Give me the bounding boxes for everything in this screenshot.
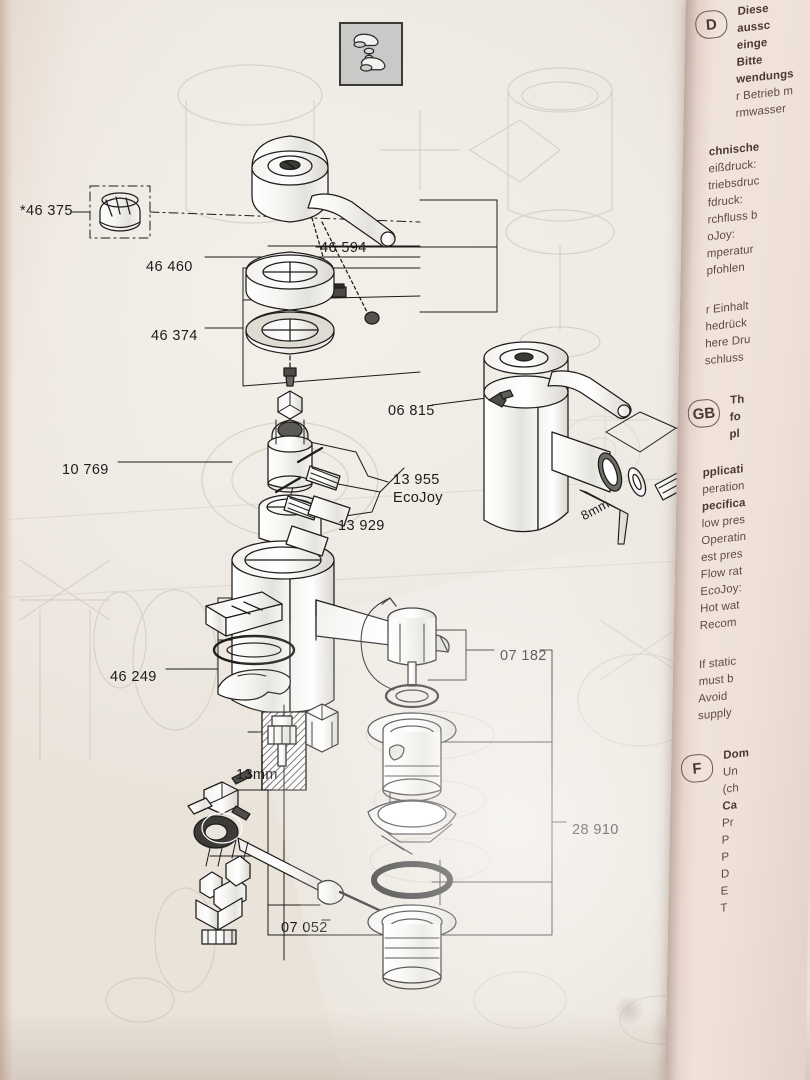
instruction-line: rmwasser [735, 102, 787, 121]
instruction-line: pecifica [702, 496, 746, 514]
instruction-line: Bitte [736, 54, 763, 70]
language-badge-f: F [679, 753, 715, 784]
instruction-line: E [720, 884, 729, 898]
instruction-line: Recom [699, 616, 737, 633]
instruction-line: pl [729, 427, 740, 441]
instruction-line: aussc [737, 19, 771, 36]
part-label-p46374: 46 374 [151, 328, 198, 344]
instruction-line: fdruck: [707, 193, 743, 210]
instruction-line: Ca [722, 799, 738, 813]
instruction-line: If static [699, 655, 737, 672]
instruction-line: peration [702, 480, 745, 497]
part-label-p07182: 07 182 [500, 648, 547, 664]
instruction-line: triebsdruc [708, 175, 760, 193]
instruction-line: oJoy: [707, 228, 736, 244]
part-label-p13929l: 13 929 [338, 518, 385, 534]
instruction-line: P [721, 851, 730, 864]
instruction-line: Dom [723, 747, 750, 762]
instruction-line: Operatin [701, 530, 747, 548]
instruction-line: Avoid [698, 690, 728, 706]
instruction-line: low pres [701, 513, 746, 531]
instruction-line: must b [698, 672, 734, 689]
instruction-line: schluss [704, 351, 744, 368]
part-label-p13955: 13 955 [393, 472, 440, 488]
instruction-line: r Einhalt [705, 299, 749, 317]
instruction-line: Diese [737, 2, 769, 19]
part-label-pecojoy: EcoJoy [393, 490, 443, 506]
part-label-p46460: 46 460 [146, 259, 193, 275]
instruction-line: P [721, 834, 730, 847]
part-label-p28910: 28 910 [572, 822, 619, 838]
instruction-line: Un [722, 765, 738, 779]
instruction-line: EcoJoy: [700, 582, 742, 599]
language-badge-d: D [694, 9, 729, 40]
language-badge-gb: GB [686, 398, 722, 429]
part-label-p07052: 07 052 [281, 920, 328, 936]
instruction-line: Hot wat [700, 599, 740, 616]
instruction-line: (ch [722, 782, 739, 796]
instruction-line: pplicati [702, 463, 744, 480]
instruction-line: pfohlen [706, 261, 745, 278]
instruction-line: est pres [701, 548, 743, 565]
instruction-line: D [721, 867, 730, 881]
part-label-p06815: 06 815 [388, 403, 435, 419]
instruction-line: here Dru [705, 333, 751, 351]
part-label-p10769: 10 769 [62, 462, 109, 478]
instruction-line: einge [736, 36, 768, 53]
instruction-line: hedrück [705, 317, 747, 334]
instruction-line: Flow rat [700, 565, 743, 582]
instruction-line: mperatur [706, 243, 754, 261]
instruction-line: supply [698, 706, 732, 723]
instruction-line: Pr [721, 816, 734, 830]
part-label-p46375: *46 375 [20, 203, 73, 219]
instruction-line: T [720, 902, 728, 915]
part-label-p46249: 46 249 [110, 669, 157, 685]
part-label-p13mm: 13mm [236, 767, 278, 783]
instruction-line: Th [730, 393, 745, 407]
faucet-handle-assembly-icon [339, 22, 403, 86]
part-label-p46594: 46 594 [320, 240, 367, 256]
instruction-line: fo [729, 410, 741, 424]
instruction-line: rchfluss b [707, 209, 758, 227]
left-page-edge [0, 0, 13, 1080]
